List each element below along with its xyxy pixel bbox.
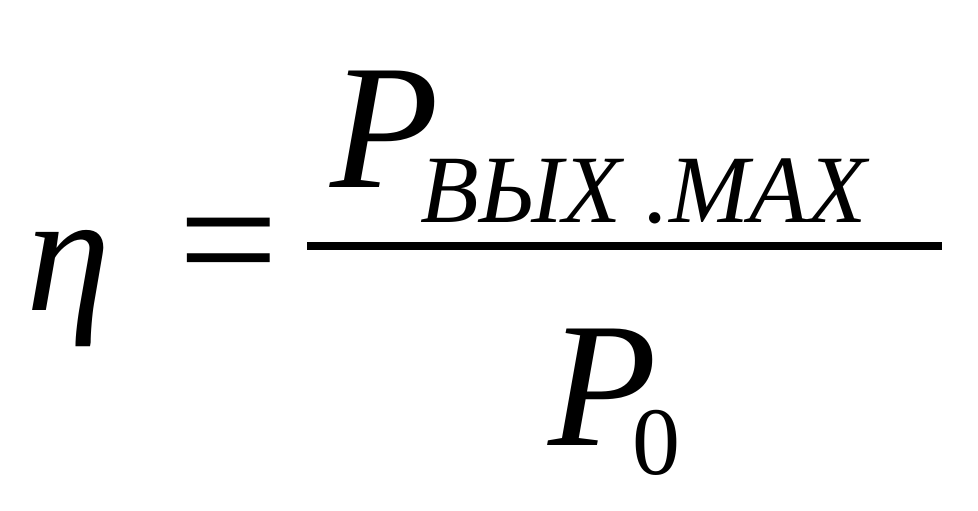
numerator-symbol: P	[330, 28, 439, 226]
formula-lhs-eta: η	[26, 159, 111, 347]
fraction-bar	[307, 242, 942, 250]
denominator-subscript: 0	[632, 388, 680, 495]
denominator-symbol: P	[548, 286, 657, 484]
numerator-subscript: ВЫХ .МАХ	[420, 136, 867, 243]
equals-sign: =	[178, 140, 279, 338]
